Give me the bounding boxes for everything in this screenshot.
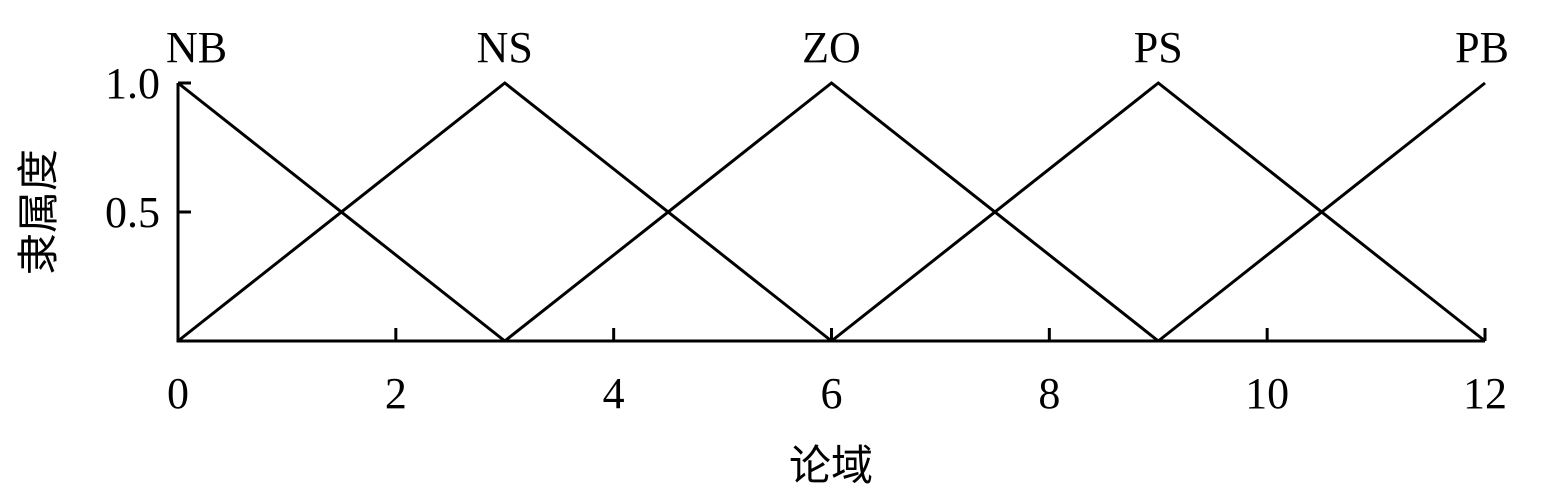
set-label-pb: PB [1455,23,1509,72]
x-tick-label: 8 [1038,369,1060,418]
x-tick-label: 6 [821,369,843,418]
set-label-nb: NB [166,23,227,72]
y-axis-title: 隶属度 [14,149,63,275]
set-labels: NB NS ZO PS PB [166,23,1509,72]
x-axis-title: 论域 [789,441,873,488]
series-line-pb [1157,81,1486,343]
x-tick-label: 4 [603,369,625,418]
axis-frame [176,83,1485,343]
series-line-ps [830,81,1486,343]
x-tick-label: 12 [1463,369,1507,418]
set-label-ps: PS [1134,23,1183,72]
x-tick-label: 10 [1245,369,1289,418]
set-label-ns: NS [477,23,533,72]
series-line-ns [177,81,833,343]
y-tick-label: 0.5 [105,188,160,237]
x-tick-label: 2 [385,369,407,418]
x-ticks: 0 2 4 6 8 10 12 [167,328,1507,418]
y-tick-label: 1.0 [105,59,160,108]
x-tick-label: 0 [167,369,189,418]
axes [176,83,1485,343]
y-ticks: 0.5 1.0 [105,59,191,237]
series-line-zo [503,81,1160,343]
series-group [177,81,1486,343]
set-label-zo: ZO [802,23,861,72]
